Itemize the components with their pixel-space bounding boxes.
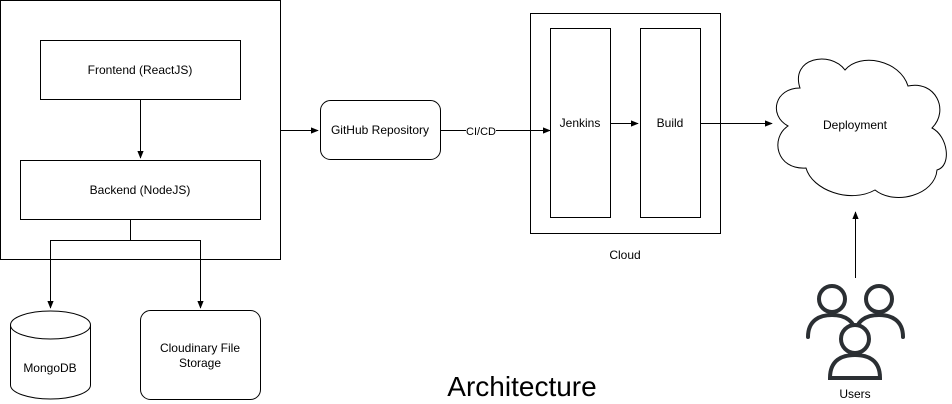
- cicd-label-bg: [466, 125, 496, 137]
- deployment-label: Deployment: [823, 118, 888, 132]
- cloud-label: Cloud: [609, 248, 640, 262]
- mongodb-node: MongoDB: [10, 310, 91, 400]
- cicd-label: CI/CD: [466, 126, 496, 138]
- users-label: Users: [839, 387, 870, 401]
- backend-node: Backend (NodeJS): [20, 160, 261, 220]
- jenkins-node: Jenkins: [550, 28, 611, 218]
- cloudinary-label-line2: Storage: [179, 356, 221, 370]
- github-node: GitHub Repository: [320, 100, 441, 160]
- cloudinary-node: Cloudinary File Storage: [140, 310, 261, 400]
- jenkins-label: Jenkins: [560, 116, 601, 130]
- diagram-title: Architecture: [447, 371, 596, 402]
- frontend-label: Frontend (ReactJS): [88, 63, 193, 77]
- backend-label: Backend (NodeJS): [90, 183, 191, 197]
- github-label: GitHub Repository: [331, 123, 429, 137]
- mongodb-label: MongoDB: [23, 361, 76, 375]
- users-icon: [806, 284, 905, 380]
- build-node: Build: [640, 28, 701, 218]
- build-label: Build: [657, 116, 684, 130]
- cloudinary-label-line1: Cloudinary File: [160, 341, 240, 355]
- deployment-node: Deployment: [776, 58, 947, 198]
- frontend-node: Frontend (ReactJS): [40, 40, 241, 100]
- app-container: [0, 0, 281, 260]
- backend-storage-connectors: [47, 220, 204, 309]
